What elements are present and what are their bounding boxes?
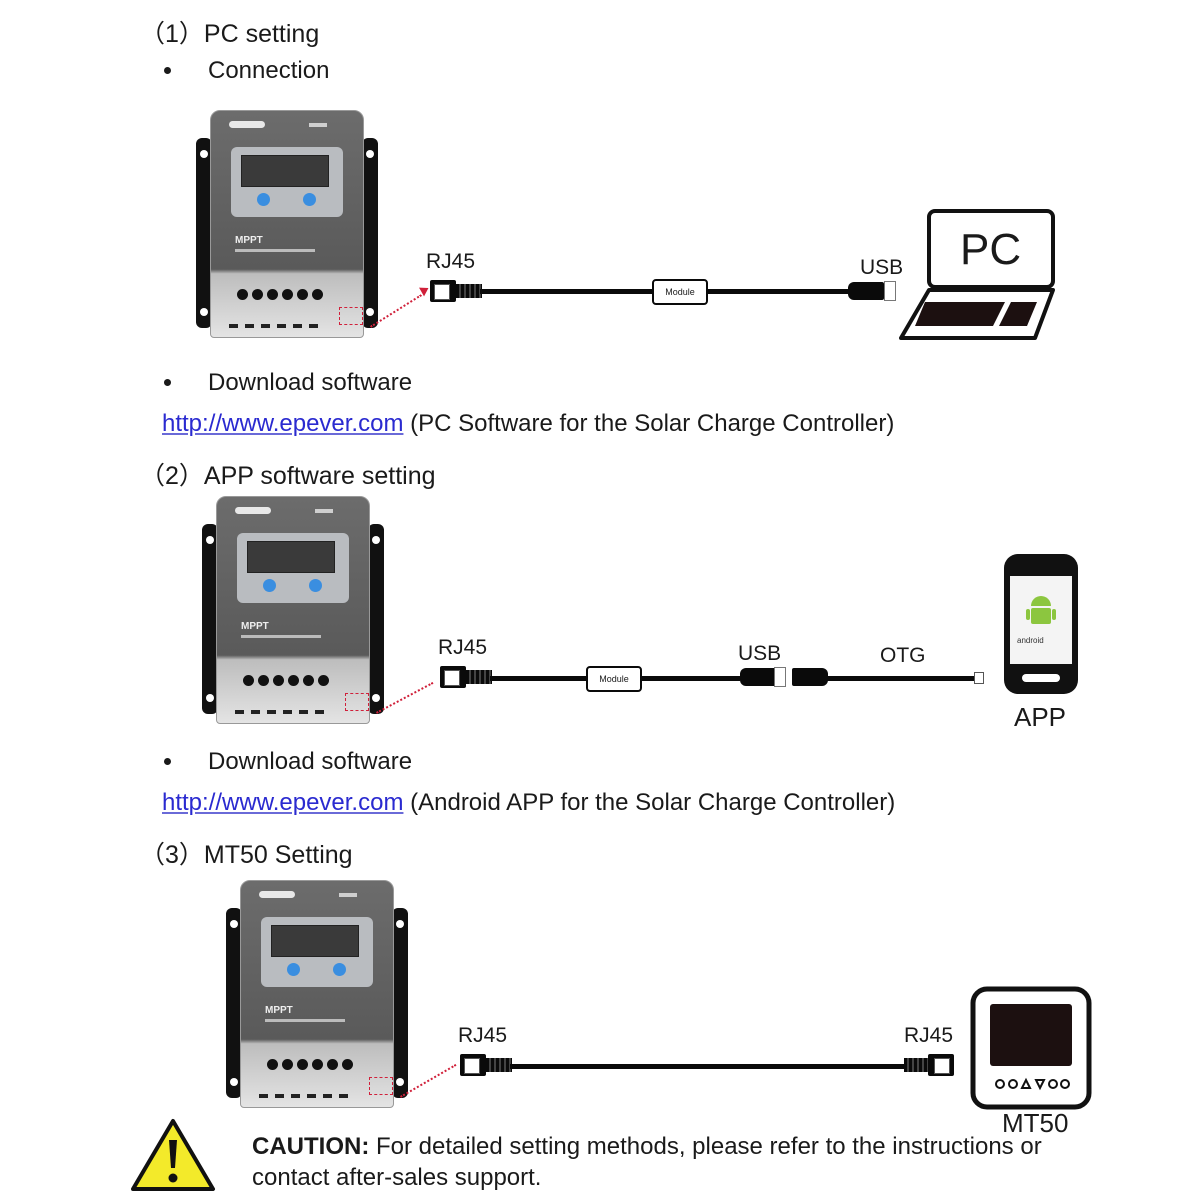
- rj45-connector-icon: [460, 1054, 486, 1076]
- rj45-connector-icon: [440, 666, 466, 688]
- pc-laptop-icon: [899, 209, 1055, 340]
- rj45-port-highlight: [345, 693, 369, 711]
- usb-label: USB: [738, 642, 782, 665]
- rj45-connector-icon: [928, 1054, 954, 1076]
- download-line-pc: http://www.epever.com (PC Software for t…: [162, 410, 895, 437]
- bullet-download: Download software: [208, 369, 413, 396]
- lcd-screen: [241, 155, 329, 187]
- cable: [510, 1064, 910, 1069]
- usb-plug-icon: [848, 282, 884, 300]
- otg-plug-icon: [792, 668, 828, 686]
- bullet-icon: [164, 67, 171, 74]
- android-logo-icon: [1026, 596, 1056, 624]
- micro-usb-tip: [974, 672, 984, 684]
- bullet-icon: [164, 758, 171, 765]
- otg-cable: [826, 676, 976, 681]
- module-box: Module: [586, 666, 642, 692]
- caution-text-2: contact after-sales support.: [252, 1164, 542, 1191]
- epever-link[interactable]: http://www.epever.com: [162, 789, 404, 816]
- rj45-connector-icon: [430, 280, 456, 302]
- device-model-label: MPPT: [241, 621, 269, 632]
- caution-label: CAUTION:: [252, 1133, 370, 1160]
- rj45-label: RJ45: [438, 636, 488, 659]
- section-2-heading: （2）APP software setting: [140, 462, 436, 490]
- solar-charge-controller: MPPT: [226, 880, 426, 1112]
- device-model-label: MPPT: [235, 235, 263, 246]
- app-label: APP: [1014, 702, 1067, 732]
- brand-logo: [229, 121, 265, 128]
- caution-text: CAUTION: For detailed setting methods, p…: [252, 1133, 1042, 1160]
- device-button: [257, 193, 270, 206]
- bullet-icon: [164, 379, 171, 386]
- rj45-label-right: RJ45: [904, 1024, 954, 1047]
- device-model-label: MPPT: [265, 1005, 293, 1016]
- bullet-download: Download software: [208, 748, 413, 775]
- usb-label: USB: [860, 256, 904, 279]
- section-1-heading: （1）PC setting: [140, 20, 320, 48]
- android-text: android: [1017, 636, 1044, 645]
- bullet-connection: Connection: [208, 57, 330, 84]
- usb-plug-icon: [740, 668, 776, 686]
- warning-icon: [131, 1119, 215, 1191]
- solar-charge-controller: MPPT: [202, 496, 402, 728]
- solar-charge-controller: MPPT: [196, 110, 396, 342]
- pc-label: PC: [960, 225, 1022, 274]
- smartphone-icon: [1004, 554, 1078, 694]
- mt50-meter-icon: [970, 986, 1092, 1110]
- otg-label: OTG: [880, 644, 926, 667]
- mt50-label: MT50: [1002, 1108, 1069, 1138]
- module-box: Module: [652, 279, 708, 305]
- download-line-app: http://www.epever.com (Android APP for t…: [162, 789, 896, 816]
- section-3-heading: （3）MT50 Setting: [140, 841, 353, 869]
- rj45-port-highlight: [339, 307, 363, 325]
- rj45-label: RJ45: [426, 250, 476, 273]
- device-button: [303, 193, 316, 206]
- rj45-port-highlight: [369, 1077, 393, 1095]
- epever-link[interactable]: http://www.epever.com: [162, 410, 404, 437]
- rj45-label-left: RJ45: [458, 1024, 508, 1047]
